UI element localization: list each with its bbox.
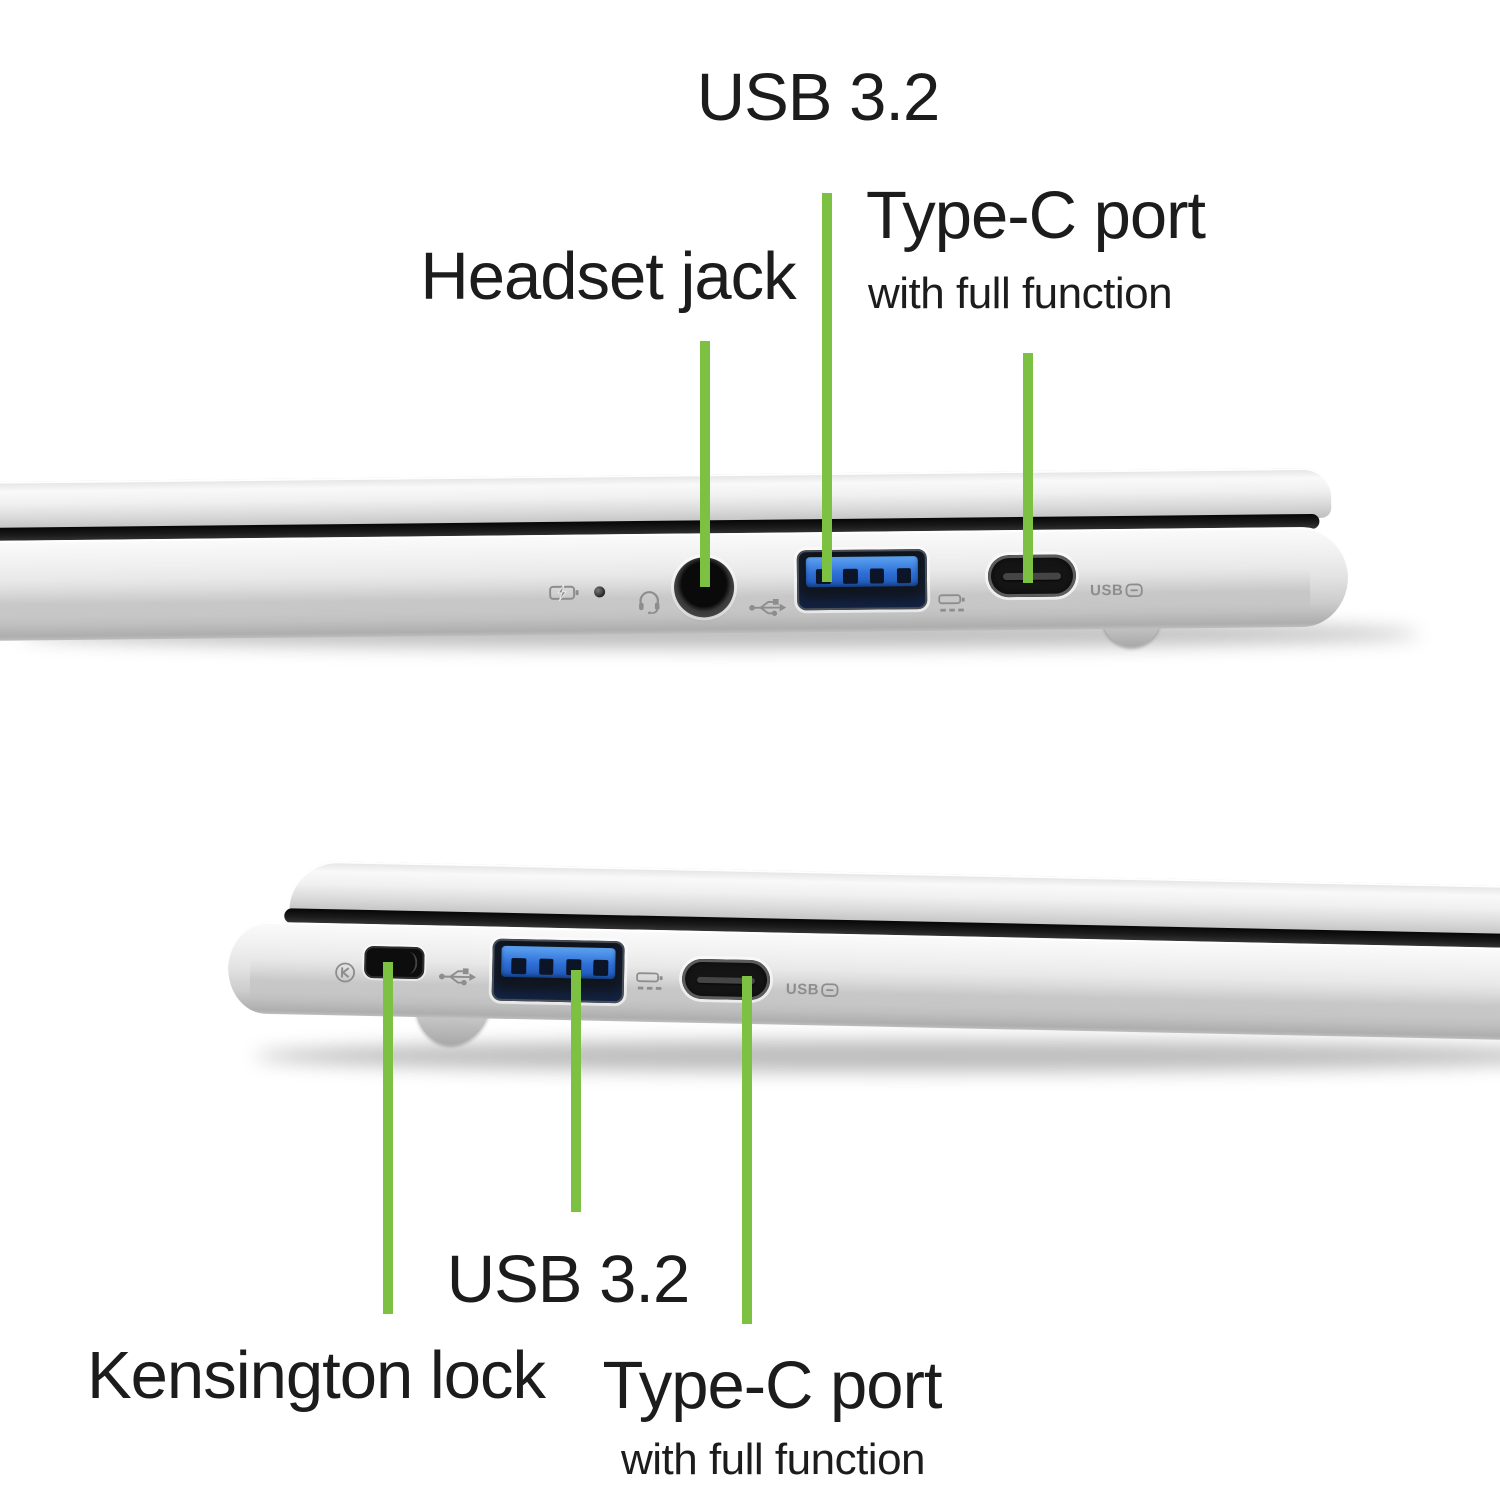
- bottom-type-c-sublabel: with full function: [620, 1435, 926, 1484]
- top-type-c-sublabel: with full function: [868, 269, 1173, 318]
- usb-c-port: [681, 958, 771, 1001]
- top-type-c-callout-line: [1023, 353, 1033, 583]
- usb-logo-marking: USB: [1090, 582, 1143, 599]
- kensington-lock-slot: [364, 945, 425, 980]
- usb-plug-outline-icon: [821, 983, 839, 997]
- top-type-c-label: Type-C port: [866, 178, 1206, 253]
- top-usb-label: USB 3.2: [696, 60, 941, 135]
- bottom-type-c-callout-line: [742, 976, 752, 1324]
- top-usb-callout-line: [822, 193, 832, 582]
- usb-trident-icon: [438, 968, 477, 986]
- top-headset-jack-label: Headset jack: [420, 239, 796, 314]
- bottom-usb-label: USB 3.2: [446, 1242, 691, 1317]
- battery-charge-icon: [549, 584, 579, 602]
- usb-logo-text: USB: [785, 980, 820, 999]
- bottom-kensington-callout-line: [383, 962, 393, 1314]
- bottom-usb-callout-line: [571, 970, 581, 1212]
- kensington-lock-icon: [335, 962, 356, 983]
- usb-a-port: [491, 938, 625, 1004]
- top-headset-callout-line: [700, 341, 710, 587]
- dc-in-marking-icon: [938, 594, 965, 612]
- dc-in-marking-icon: [636, 972, 663, 990]
- headset-icon: [639, 591, 660, 615]
- usb-plug-outline-icon: [1125, 583, 1143, 598]
- usb-logo-marking: USB: [786, 981, 840, 999]
- usb-a-tongue: [501, 945, 616, 979]
- bottom-kensington-label: Kensington lock: [86, 1338, 546, 1413]
- bottom-laptop-shadow: [255, 1040, 1500, 1072]
- usb-trident-icon: [749, 598, 787, 616]
- bottom-type-c-label: Type-C port: [602, 1348, 942, 1423]
